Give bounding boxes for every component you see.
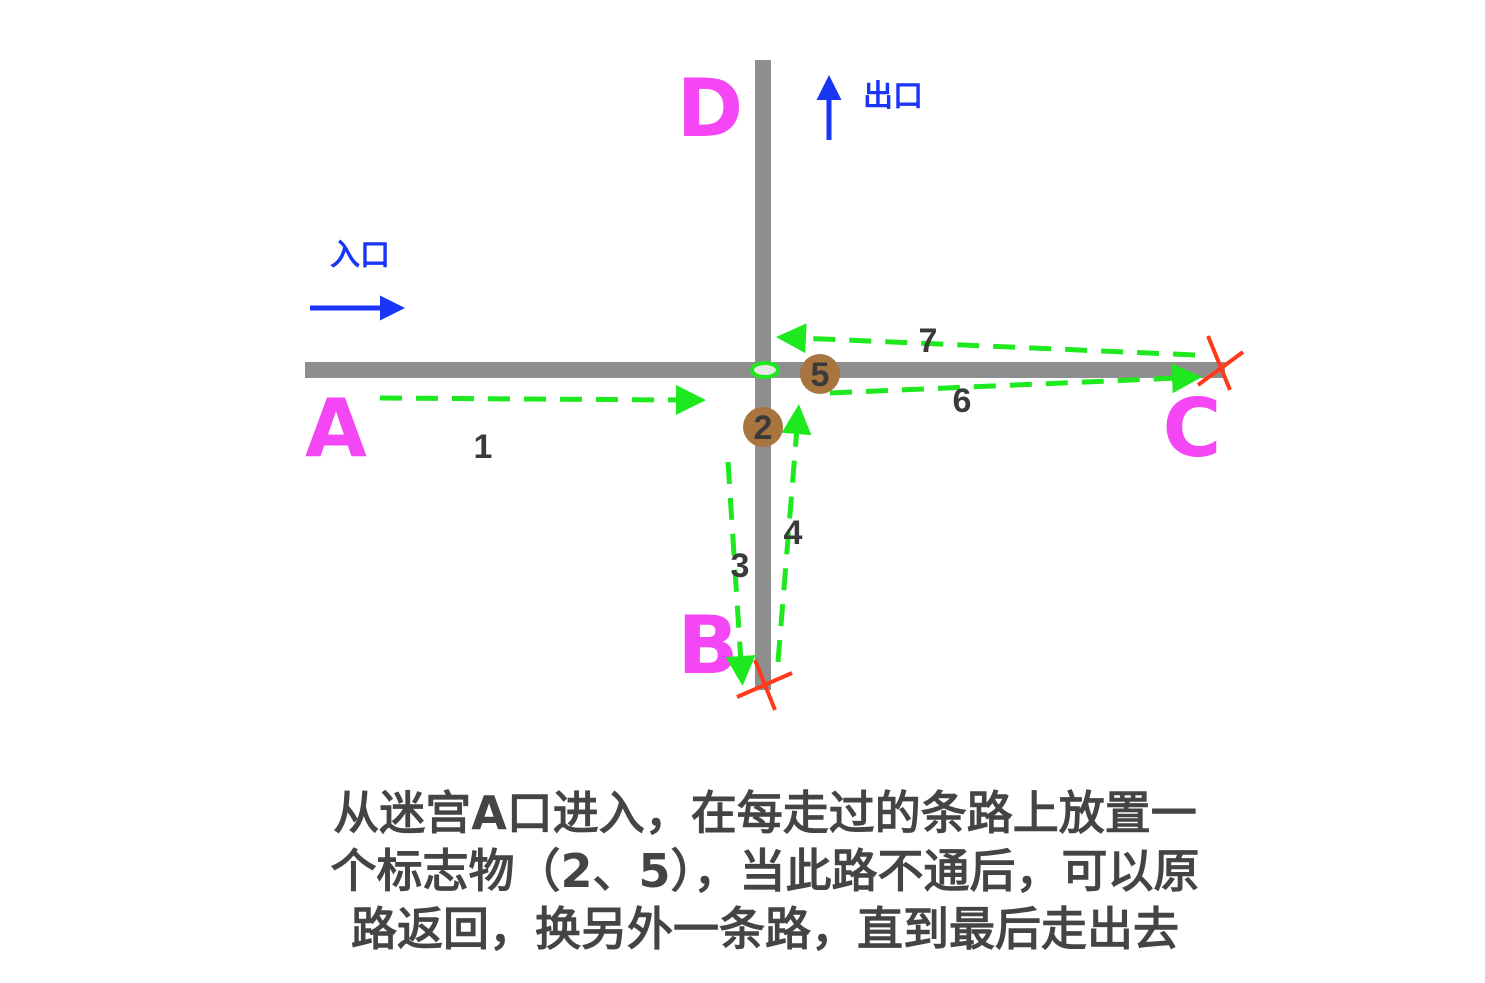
caption-line-3: 路返回，换另外一条路，直到最后走出去 (351, 902, 1179, 956)
marker-2-label: 2 (754, 409, 773, 447)
marker-5: 5 (800, 354, 840, 394)
marker-circle-icon (800, 354, 840, 394)
path-3-label: 3 (731, 547, 750, 585)
dead-end-x-icon (1196, 335, 1245, 391)
path-4 (775, 404, 812, 663)
path-1-label: 1 (474, 428, 493, 466)
path-1 (379, 384, 706, 415)
point-b-label: B (678, 599, 739, 692)
dead-end-x-icon (736, 659, 793, 711)
entrance-label: 入口 (330, 238, 390, 273)
marker-2: 2 (743, 407, 783, 447)
path-7-label: 7 (919, 322, 938, 360)
junction-ring (750, 361, 780, 379)
exit-label: 出口 (863, 79, 923, 114)
marker-circle-icon (743, 407, 783, 447)
point-c-label: C (1163, 382, 1222, 475)
marker-5-label: 5 (811, 356, 830, 394)
caption-line-1: 从迷宫A口进入，在每走过的条路上放置一 (333, 786, 1197, 840)
caption-line-2: 个标志物（2、5），当此路不通后，可以原 (330, 844, 1199, 898)
path-7 (776, 323, 1196, 358)
point-d-label: D (677, 62, 743, 155)
point-a-label: A (305, 382, 367, 475)
path-4-label: 4 (784, 514, 803, 552)
path-6-label: 6 (953, 382, 972, 420)
path-6 (829, 363, 1202, 396)
